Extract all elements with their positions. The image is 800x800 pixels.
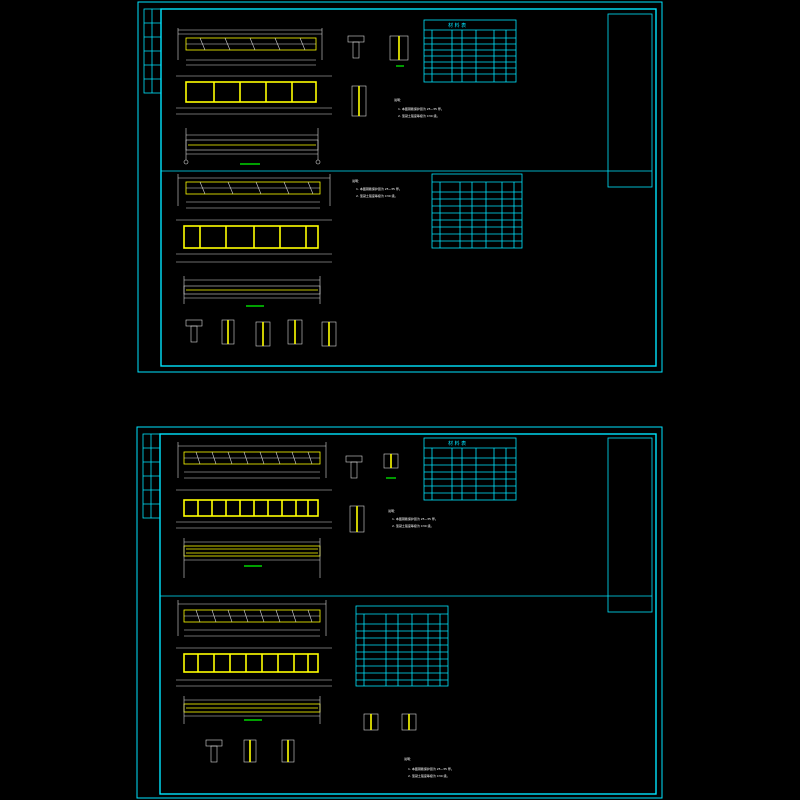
table-heading: 材 料 表 xyxy=(448,440,466,447)
sheet-2-material-table-a: 材 料 表 xyxy=(423,437,517,501)
sheet-1-detail-sections-a xyxy=(347,35,409,117)
sheet-1-notes-b: 说明： 1. 本图钢筋保护层为 25~35 厚。 2. 混凝土强度等级为 C30… xyxy=(352,178,402,198)
sheet-1-beam-a-section xyxy=(183,128,321,165)
note-line: 1. 本图钢筋保护层为 25~35 厚。 xyxy=(356,186,402,191)
sheet-1-beam-a-plan xyxy=(176,75,332,115)
sheet-2-detail-sections-a xyxy=(345,453,399,533)
sheet-2-material-table-b xyxy=(355,605,449,687)
note-line: 2. 混凝土强度等级为 C30 级。 xyxy=(356,193,398,198)
sheet-2-beam-c-plan xyxy=(176,489,332,529)
sheet-2-beam-c-elevation xyxy=(177,442,327,479)
sheet-2-beam-d-elevation xyxy=(177,600,327,637)
sheet-2-beam-c-section xyxy=(183,538,321,578)
note-line: 1. 本图钢筋保护层为 25~35 厚。 xyxy=(392,516,438,521)
sheet-1-material-table-a: 材 料 表 xyxy=(423,19,517,83)
sheet-2-detail-sections-b xyxy=(205,713,417,763)
sheet-1-detail-sections-b xyxy=(185,319,337,347)
sheet-1: 说明： 1. 本图钢筋保护层为 25~35 厚。 2. 混凝土强度等级为 C30… xyxy=(137,1,663,373)
note-line: 1. 本图钢筋保护层为 25~35 厚。 xyxy=(408,766,454,771)
note-line: 2. 混凝土强度等级为 C30 级。 xyxy=(398,113,440,118)
note-line: 1. 本图钢筋保护层为 25~35 厚。 xyxy=(398,106,444,111)
sheet-2-notes-a: 说明： 1. 本图钢筋保护层为 25~35 厚。 2. 混凝土强度等级为 C30… xyxy=(388,508,438,528)
sheet-2-side-strip xyxy=(142,433,161,519)
sheet-2-title-block xyxy=(607,437,653,613)
notes-title: 说明： xyxy=(404,756,413,761)
sheet-2-beam-d-plan xyxy=(176,647,332,687)
sheet-2-outer-border xyxy=(136,426,663,799)
note-line: 2. 混凝土强度等级为 C30 级。 xyxy=(408,773,450,778)
sheet-1-notes-a: 说明： 1. 本图钢筋保护层为 25~35 厚。 2. 混凝土强度等级为 C30… xyxy=(394,97,444,118)
sheet-1-side-strip xyxy=(143,8,162,94)
sheet-1-outer-border xyxy=(137,1,663,373)
sheet-1-beam-b-elevation xyxy=(177,174,331,209)
table-heading: 材 料 表 xyxy=(448,22,466,29)
sheet-2-inner-border xyxy=(159,433,657,795)
sheet-1-beam-b-section xyxy=(183,276,321,307)
notes-title: 说明： xyxy=(388,508,397,513)
sheet-1-material-table-b xyxy=(431,173,523,249)
note-line: 2. 混凝土强度等级为 C30 级。 xyxy=(392,523,434,528)
notes-title: 说明： xyxy=(394,97,403,102)
sheet-1-beam-b-plan xyxy=(176,219,332,263)
sheet-1-inner-border xyxy=(160,8,657,367)
sheet-1-beam-a-elevation xyxy=(177,28,323,66)
notes-title: 说明： xyxy=(352,178,361,183)
sheet-1-title-block xyxy=(607,13,653,188)
sheet-2-notes-b: 说明： 1. 本图钢筋保护层为 25~35 厚。 2. 混凝土强度等级为 C30… xyxy=(404,756,454,778)
sheet-2-beam-d-section xyxy=(183,696,321,724)
sheet-2: 说明： 1. 本图钢筋保护层为 25~35 厚。 2. 混凝土强度等级为 C30… xyxy=(136,426,663,799)
